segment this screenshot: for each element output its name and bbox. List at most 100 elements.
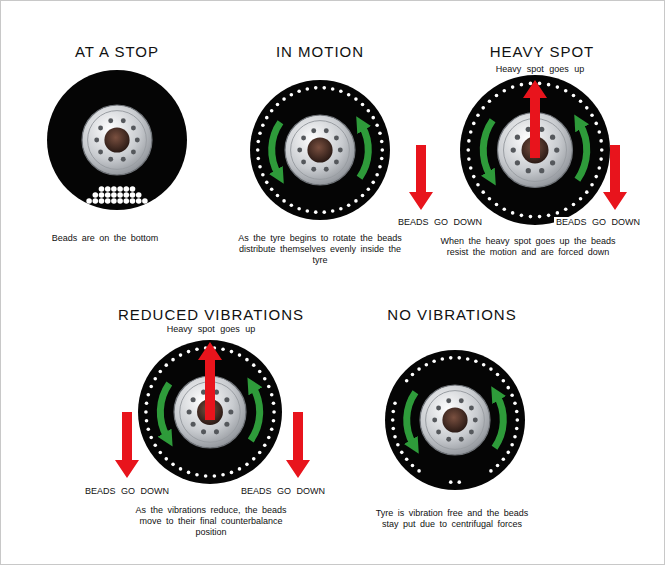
lug-hole xyxy=(338,148,343,153)
bead xyxy=(314,86,318,90)
lug-hole xyxy=(228,409,233,414)
rotation-arrow xyxy=(160,384,169,437)
bead xyxy=(476,183,480,187)
bead xyxy=(276,194,280,198)
lug-hole xyxy=(297,148,302,153)
bead xyxy=(252,457,256,461)
bead xyxy=(93,192,99,198)
lug-hole xyxy=(121,118,126,123)
bead xyxy=(513,435,517,439)
bead xyxy=(130,198,136,204)
lug-hole xyxy=(473,418,478,423)
bead xyxy=(472,122,476,126)
lug-hole xyxy=(459,437,464,442)
bead xyxy=(146,427,150,431)
bead xyxy=(488,99,492,103)
bead xyxy=(489,469,493,473)
arrow-label: BEADS GO DOWN xyxy=(554,217,642,228)
arrow-label: BEADS GO DOWN xyxy=(83,486,171,497)
bead xyxy=(258,131,262,135)
lug-hole xyxy=(436,429,441,434)
panel-title: IN MOTION xyxy=(276,43,364,61)
bead xyxy=(111,192,117,198)
bead xyxy=(495,203,499,207)
bead xyxy=(411,464,415,468)
bead xyxy=(489,367,493,371)
bead xyxy=(585,106,589,110)
bead xyxy=(400,451,404,455)
bead xyxy=(371,116,375,120)
bead xyxy=(297,89,301,93)
lug-hole xyxy=(121,157,126,162)
bead xyxy=(322,86,326,90)
bead xyxy=(306,87,310,91)
bead xyxy=(111,198,117,204)
bead xyxy=(564,89,568,93)
bead xyxy=(322,210,326,214)
bead xyxy=(469,130,473,134)
bead xyxy=(272,410,276,414)
bead xyxy=(597,166,601,170)
hub xyxy=(442,407,467,432)
bead xyxy=(158,370,162,374)
bead xyxy=(495,94,499,98)
force-arrow xyxy=(603,145,627,210)
bead xyxy=(130,186,136,192)
bead xyxy=(149,385,153,389)
bead xyxy=(105,192,111,198)
bead xyxy=(432,359,436,363)
lug-hole xyxy=(214,429,219,434)
bead xyxy=(506,451,510,455)
bead xyxy=(164,457,168,461)
bead xyxy=(195,473,199,477)
bead xyxy=(187,471,191,475)
bead xyxy=(361,194,365,198)
bead xyxy=(136,192,142,198)
bead xyxy=(599,139,603,143)
lug-hole xyxy=(526,168,531,173)
lug-hole xyxy=(511,147,516,152)
force-arrow xyxy=(523,80,547,158)
bead xyxy=(270,109,274,113)
bead xyxy=(270,188,274,192)
bead xyxy=(502,207,506,211)
lug-hole xyxy=(311,167,316,172)
bead xyxy=(547,83,551,87)
bead xyxy=(488,197,492,201)
bead xyxy=(594,122,598,126)
bead xyxy=(142,198,148,204)
bead xyxy=(282,199,286,203)
bead xyxy=(230,350,234,354)
bead xyxy=(290,93,294,97)
bead xyxy=(145,401,149,405)
bead xyxy=(590,114,594,118)
bead xyxy=(99,186,105,192)
bead xyxy=(267,385,271,389)
lug-hole xyxy=(98,126,103,131)
rotation-arrow xyxy=(495,396,504,448)
bead xyxy=(502,458,506,462)
bead xyxy=(529,82,533,86)
bead xyxy=(230,471,234,475)
lug-hole xyxy=(554,147,559,152)
bead xyxy=(270,393,274,397)
rim xyxy=(82,105,152,175)
bead xyxy=(361,103,365,107)
lug-hole xyxy=(98,149,103,154)
bead xyxy=(149,436,153,440)
bead xyxy=(367,188,371,192)
bead xyxy=(449,480,453,484)
bead xyxy=(381,148,385,152)
force-arrow xyxy=(286,412,310,478)
wheels-group xyxy=(47,70,627,490)
bead xyxy=(179,353,183,357)
bead xyxy=(195,347,199,351)
bead xyxy=(270,427,274,431)
hub xyxy=(307,137,332,162)
bead xyxy=(502,379,506,383)
bead xyxy=(124,192,130,198)
bead xyxy=(339,89,343,93)
panel-caption: As the vibrations reduce, the beads move… xyxy=(124,505,299,537)
lug-hole xyxy=(515,135,520,140)
force-arrow xyxy=(198,342,222,420)
